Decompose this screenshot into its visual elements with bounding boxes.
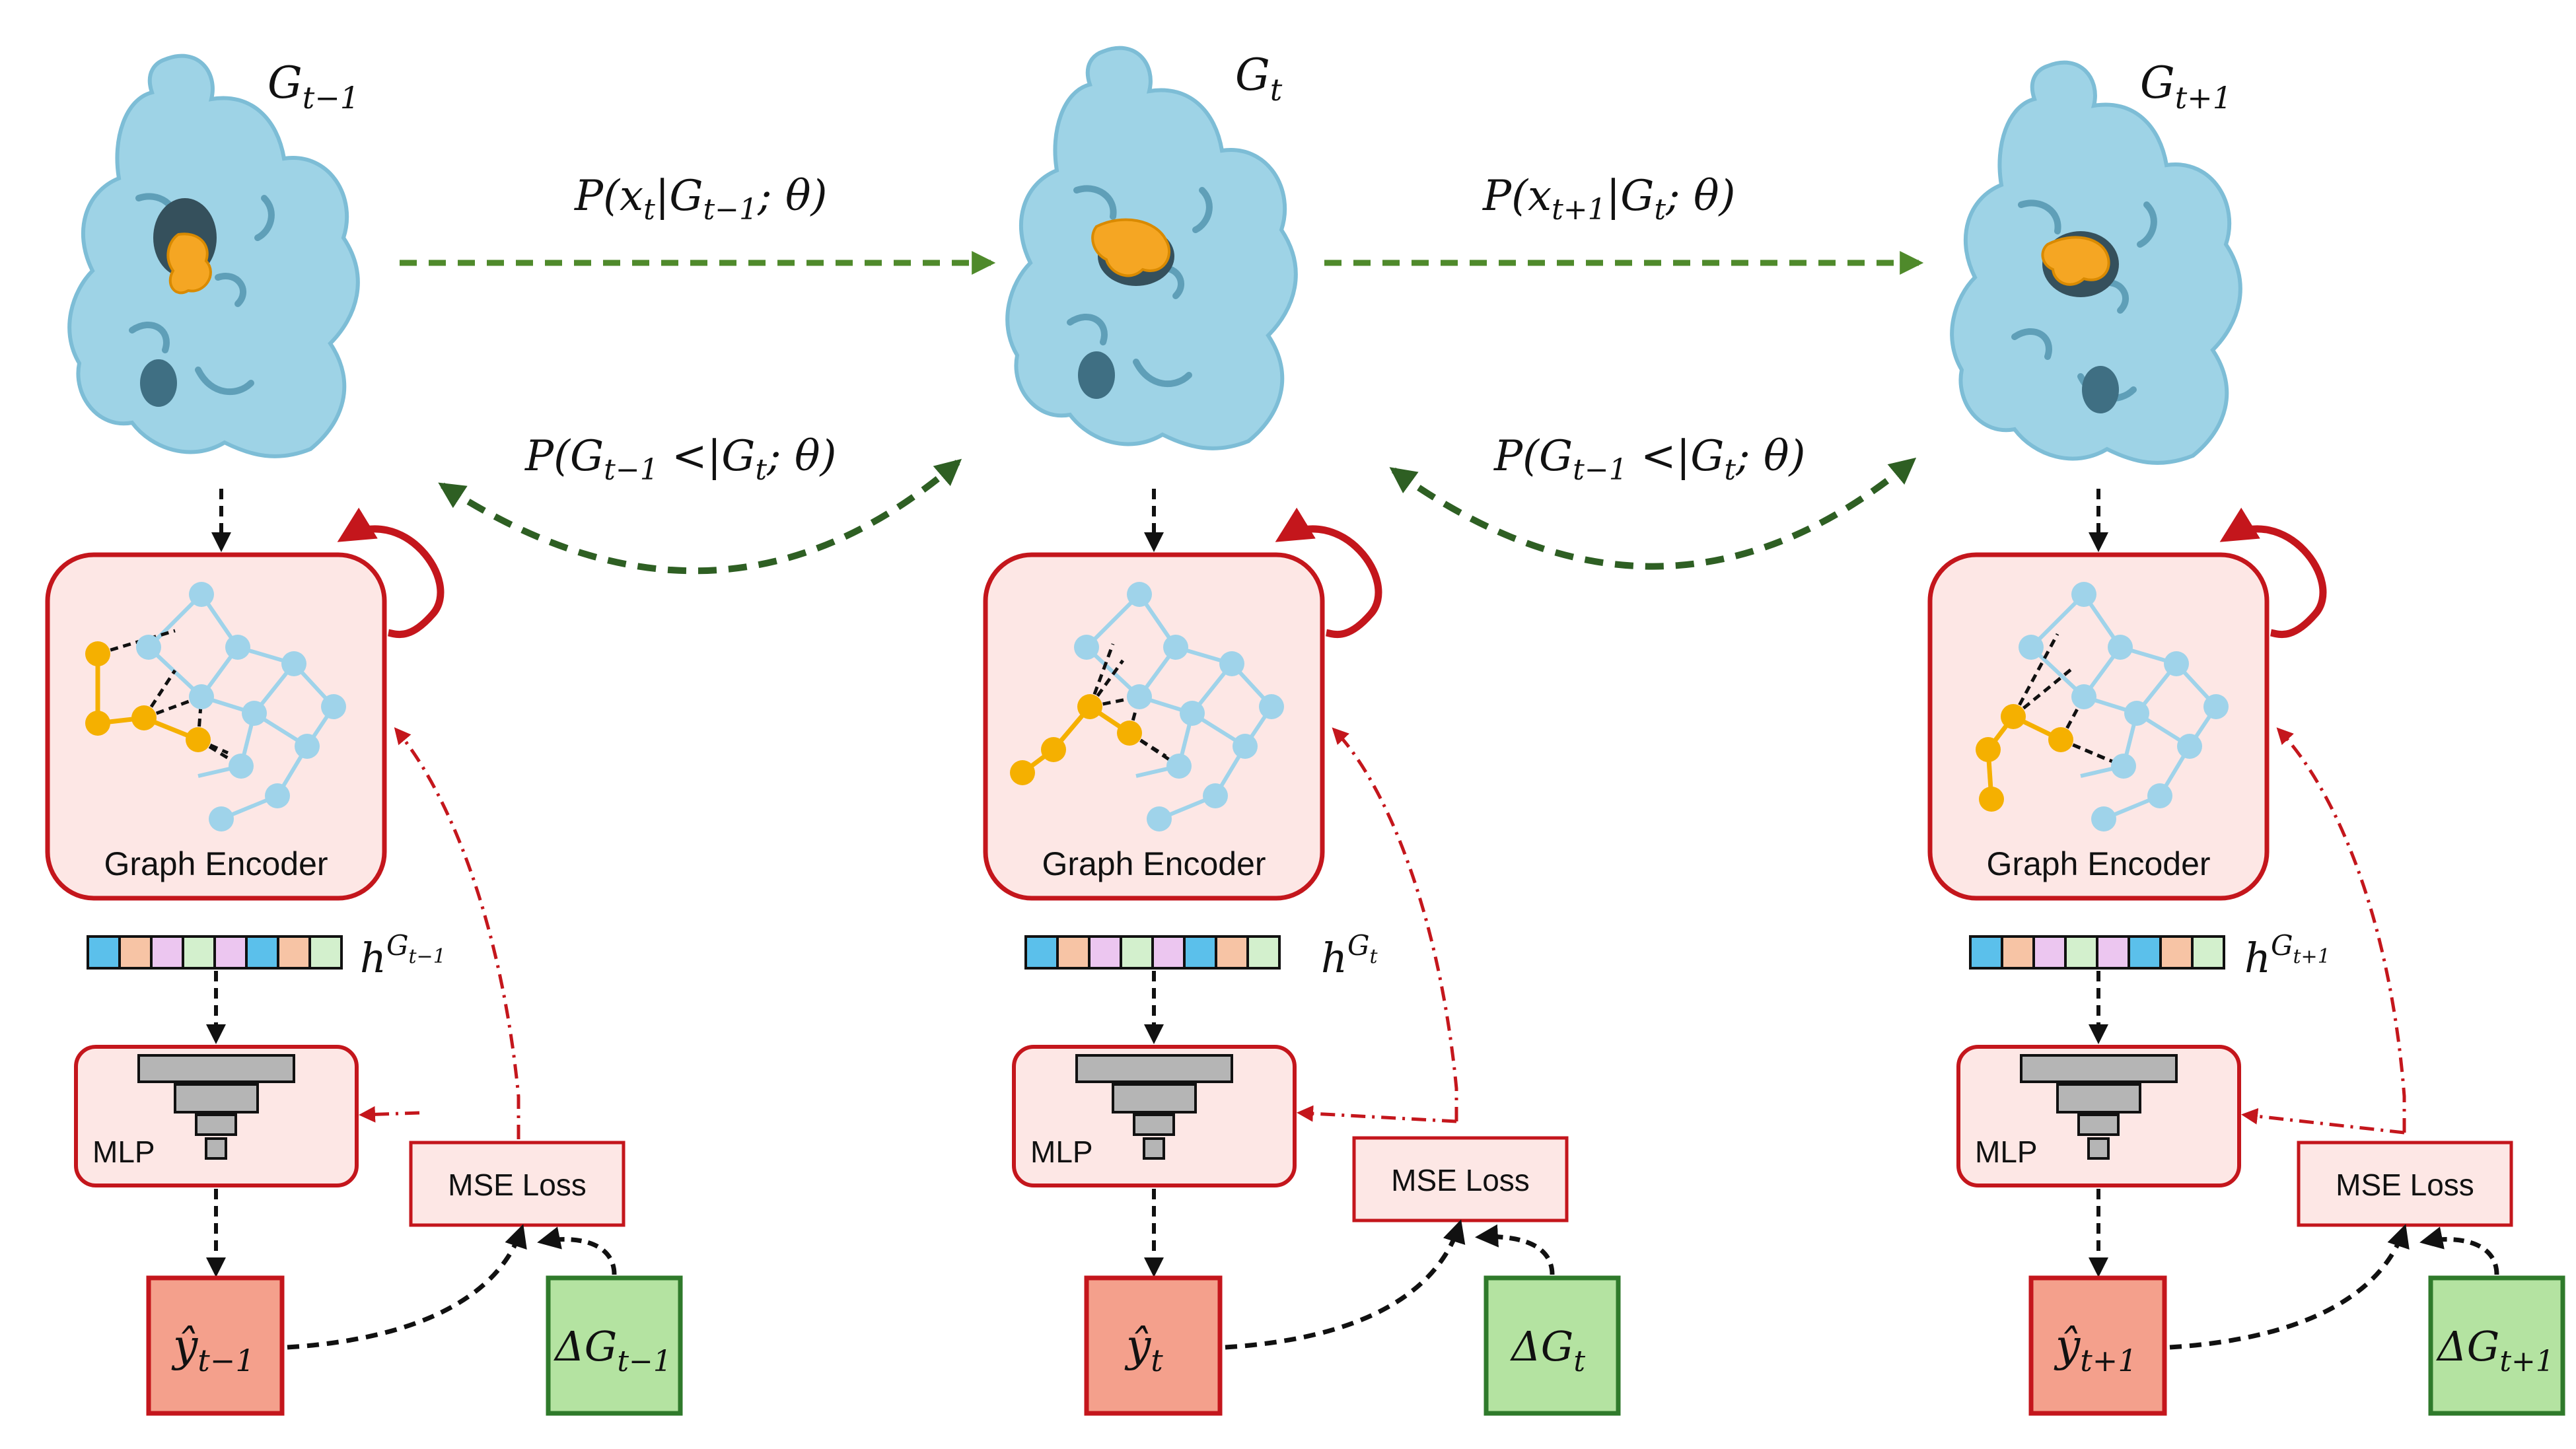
mse-loss-box xyxy=(409,1141,626,1227)
embedding-cell xyxy=(118,935,153,970)
target-box xyxy=(546,1275,683,1416)
mlp-label: MLP xyxy=(1030,1135,1093,1169)
embedding-cell xyxy=(150,935,184,970)
embedding-label: hGt−1 xyxy=(360,929,446,982)
embedding-vector xyxy=(1024,935,1281,970)
mlp-label: MLP xyxy=(1975,1135,2038,1169)
stage-0: Gt−1 xyxy=(45,53,683,1416)
loss-to-encoder-gradient-arrow xyxy=(1332,727,1458,1121)
stage-1: Gt xyxy=(983,46,1621,1416)
graph-encoder-label: Graph Encoder xyxy=(1986,845,2210,882)
target-to-loss-arrow xyxy=(537,1226,617,1275)
graph-encoder-label: Graph Encoder xyxy=(104,845,328,882)
target-label: ΔGt+1 xyxy=(2436,1322,2554,1378)
target-box xyxy=(2428,1275,2565,1416)
target-box xyxy=(1484,1275,1621,1416)
embedding-cell xyxy=(277,935,311,970)
recurrent-loop-arrow xyxy=(1275,507,1382,639)
embedding-cell xyxy=(1183,935,1217,970)
graph-encoder-label: Graph Encoder xyxy=(1042,845,1266,882)
prediction-box xyxy=(146,1275,285,1416)
embedding-cell xyxy=(87,935,121,970)
graph-encoder-box xyxy=(45,552,387,901)
mlp-funnel-icon xyxy=(1075,1054,1233,1160)
molecular-graph xyxy=(85,582,346,831)
molecular-graph xyxy=(1010,582,1284,831)
stage-2: Gt+1 xyxy=(1927,57,2565,1416)
forward-probability-label: P(xt+1|Gt; θ) xyxy=(1482,172,1735,227)
embedding-cell xyxy=(2096,935,2130,970)
graph-encoder-box xyxy=(1927,552,2270,901)
mlp-label: MLP xyxy=(92,1135,155,1169)
embedding-cell xyxy=(213,935,248,970)
mlp-funnel-icon xyxy=(2020,1054,2178,1160)
recurrent-loop-arrow xyxy=(337,507,445,639)
mse-loss-label: MSE Loss xyxy=(2336,1168,2474,1202)
embedding-cell xyxy=(182,935,216,970)
embedding-cell xyxy=(1246,935,1281,970)
prediction-label: ŷt xyxy=(1124,1320,1163,1378)
backward-probability-label: P(Gt−1 <|Gt; θ) xyxy=(1493,432,1805,487)
embedding-cell xyxy=(245,935,279,970)
target-label: ΔGt−1 xyxy=(554,1322,672,1378)
embedding-cell xyxy=(2032,935,2067,970)
loss-to-mlp-gradient-arrow xyxy=(1297,1105,1457,1123)
mse-loss-label: MSE Loss xyxy=(1391,1163,1530,1197)
prediction-to-loss-arrow xyxy=(1225,1219,1466,1350)
recurrent-loop-arrow xyxy=(2219,507,2327,639)
embedding-cell xyxy=(1215,935,1249,970)
graph-label: Gt−1 xyxy=(268,57,359,116)
embedding-cell xyxy=(2001,935,2035,970)
embedding-label: hGt+1 xyxy=(2244,929,2330,982)
embedding-cell xyxy=(1056,935,1091,970)
mlp-funnel-icon xyxy=(137,1054,295,1160)
embedding-vector xyxy=(1969,935,2225,970)
graph-label: Gt xyxy=(1235,50,1283,108)
embedding-cell xyxy=(1151,935,1186,970)
backward-transition-arrow xyxy=(1389,457,1917,570)
embedding-cell xyxy=(1969,935,2003,970)
embedding-cell xyxy=(2159,935,2194,970)
forward-probability-label: P(xt|Gt−1; θ) xyxy=(574,172,827,227)
target-label: ΔGt xyxy=(1510,1322,1585,1378)
loss-to-encoder-gradient-arrow xyxy=(394,727,520,1139)
loss-to-mlp-gradient-arrow xyxy=(359,1106,420,1123)
graph-encoder-box xyxy=(983,552,1325,901)
prediction-to-loss-arrow xyxy=(287,1224,527,1350)
embedding-cell xyxy=(1088,935,1122,970)
transition-0: P(xt|Gt−1; θ) P(Gt−1 <|Gt; θ) xyxy=(400,172,996,575)
molecular-graph xyxy=(1976,582,2229,831)
mse-loss-label: MSE Loss xyxy=(448,1168,587,1202)
prediction-box xyxy=(2028,1275,2167,1416)
target-to-loss-arrow xyxy=(2419,1226,2499,1275)
embedding-cell xyxy=(2191,935,2225,970)
target-to-loss-arrow xyxy=(1475,1224,1555,1275)
embedding-vector xyxy=(87,935,343,970)
embedding-cell xyxy=(2064,935,2098,970)
embedding-cell xyxy=(308,935,343,970)
protein-structure-image xyxy=(1005,46,1298,450)
embedding-cell xyxy=(2128,935,2162,970)
loss-to-mlp-gradient-arrow xyxy=(2241,1108,2405,1135)
embedding-cell xyxy=(1120,935,1154,970)
prediction-label: ŷt+1 xyxy=(2054,1320,2137,1378)
prediction-label: ŷt−1 xyxy=(171,1320,255,1378)
transition-1: P(xt+1|Gt; θ) P(Gt−1 <|Gt; θ) xyxy=(1324,172,1924,570)
backward-probability-label: P(Gt−1 <|Gt; θ) xyxy=(524,432,836,487)
prediction-to-loss-arrow xyxy=(2169,1224,2410,1350)
loss-to-encoder-gradient-arrow xyxy=(2276,727,2406,1133)
prediction-box xyxy=(1084,1275,1223,1416)
embedding-cell xyxy=(1024,935,1059,970)
embedding-label: hGt xyxy=(1321,929,1378,982)
protein-structure-image xyxy=(67,53,360,458)
protein-structure-image xyxy=(1950,60,2242,465)
mse-loss-box xyxy=(1352,1136,1569,1222)
backward-transition-arrow xyxy=(438,458,962,575)
graph-label: Gt+1 xyxy=(2140,57,2232,116)
